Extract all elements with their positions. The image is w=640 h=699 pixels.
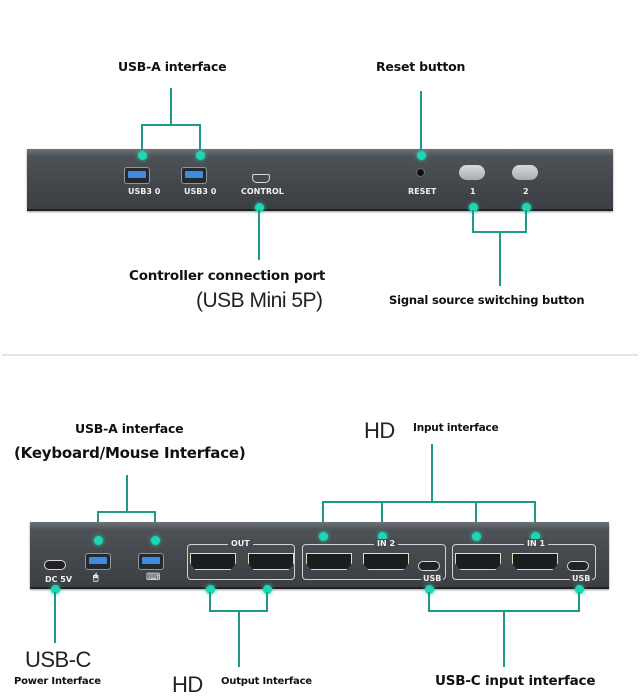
section-divider <box>2 354 638 356</box>
leader-line <box>578 592 580 611</box>
usb-c-in2-port <box>418 561 440 571</box>
usb-a-port-1 <box>124 167 150 184</box>
dc-5v-label: DC 5V <box>45 575 73 584</box>
keyboard-icon: ⌨ <box>146 572 161 583</box>
callout-dot <box>150 535 160 545</box>
callout-output-interface: Output Interface <box>221 676 312 687</box>
switch-button-2[interactable] <box>512 165 538 180</box>
usb1-label: USB3 0 <box>128 187 161 196</box>
leader-line <box>499 231 501 286</box>
hdmi-in1-port-2 <box>512 553 558 570</box>
callout-usb-c-big: USB-C <box>25 647 91 672</box>
button-1-label: 1 <box>470 187 476 196</box>
callout-dot <box>93 535 103 545</box>
callout-controller-port-sub: (USB Mini 5P) <box>196 289 323 312</box>
leader-line <box>266 592 268 611</box>
leader-line <box>238 610 240 667</box>
reset-label: RESET <box>408 187 437 196</box>
leader-line <box>322 501 324 535</box>
usb-a-keyboard-port <box>138 553 164 570</box>
callout-dot <box>471 531 481 541</box>
leader-line <box>141 124 201 126</box>
usb-in1-label: USB <box>570 574 593 583</box>
callout-dot <box>262 584 272 594</box>
usb-a-mouse-port <box>85 553 111 570</box>
leader-line <box>54 592 56 643</box>
leader-line <box>199 124 201 154</box>
leader-line <box>525 210 527 232</box>
leader-line <box>534 501 536 535</box>
kvm-switch-rear-panel <box>27 149 613 211</box>
callout-dot <box>50 584 60 594</box>
callout-dot <box>416 150 426 160</box>
usb-c-in1-port <box>567 561 589 571</box>
leader-line <box>475 501 477 535</box>
hdmi-out-port-1 <box>190 553 236 570</box>
leader-line <box>381 501 383 535</box>
reset-button[interactable] <box>416 168 425 177</box>
leader-line <box>97 511 155 513</box>
leader-line <box>322 501 536 503</box>
callout-dot <box>468 202 478 212</box>
callout-keyboard-mouse: (Keyboard/Mouse Interface) <box>14 444 246 462</box>
callout-usb-a-bottom: USB-A interface <box>75 421 184 436</box>
button-2-label: 2 <box>523 187 529 196</box>
callout-dot <box>137 150 147 160</box>
hdmi-in2-port-2 <box>363 553 409 570</box>
usb-a-port-2 <box>181 167 207 184</box>
hdmi-out-port-2 <box>248 553 294 570</box>
usb2-label: USB3 0 <box>184 187 217 196</box>
callout-dot <box>195 150 205 160</box>
callout-switching-button: Signal source switching button <box>389 293 585 307</box>
callout-dot <box>574 584 584 594</box>
callout-dot <box>254 202 264 212</box>
callout-hd-prefix-in: HD <box>364 418 395 443</box>
callout-dot <box>318 531 328 541</box>
usb-mini-control-port <box>252 174 270 183</box>
leader-line <box>431 444 433 502</box>
callout-usb-c-input: USB-C input interface <box>435 673 596 689</box>
callout-dot <box>530 531 540 541</box>
leader-line <box>420 91 422 154</box>
leader-line <box>141 124 143 154</box>
leader-line <box>258 210 260 260</box>
callout-hd-prefix-out: HD <box>172 672 203 697</box>
leader-line <box>472 210 474 232</box>
callout-controller-port: Controller connection port <box>129 268 326 284</box>
hdmi-in1-port-1 <box>455 553 501 570</box>
mouse-icon: 🖱 <box>93 573 99 583</box>
callout-usb-a-top: USB-A interface <box>118 59 227 74</box>
leader-line <box>428 592 430 611</box>
callout-dot <box>424 584 434 594</box>
usb-c-power-port <box>44 560 66 570</box>
callout-dot <box>205 584 215 594</box>
leader-line <box>170 88 172 125</box>
leader-line <box>209 592 211 611</box>
callout-dot <box>377 531 387 541</box>
leader-line <box>503 610 505 667</box>
usb-in2-label: USB <box>421 574 444 583</box>
callout-input-interface: Input interface <box>413 422 499 434</box>
callout-power-interface: Power Interface <box>14 676 101 687</box>
callout-reset-button: Reset button <box>376 59 466 74</box>
in1-label: IN 1 <box>524 539 549 548</box>
hdmi-in2-port-1 <box>306 553 352 570</box>
leader-line <box>126 475 128 512</box>
callout-dot <box>521 202 531 212</box>
out-label: OUT <box>228 539 253 548</box>
control-label: CONTROL <box>241 187 284 196</box>
switch-button-1[interactable] <box>459 165 485 180</box>
in2-label: IN 2 <box>374 539 399 548</box>
